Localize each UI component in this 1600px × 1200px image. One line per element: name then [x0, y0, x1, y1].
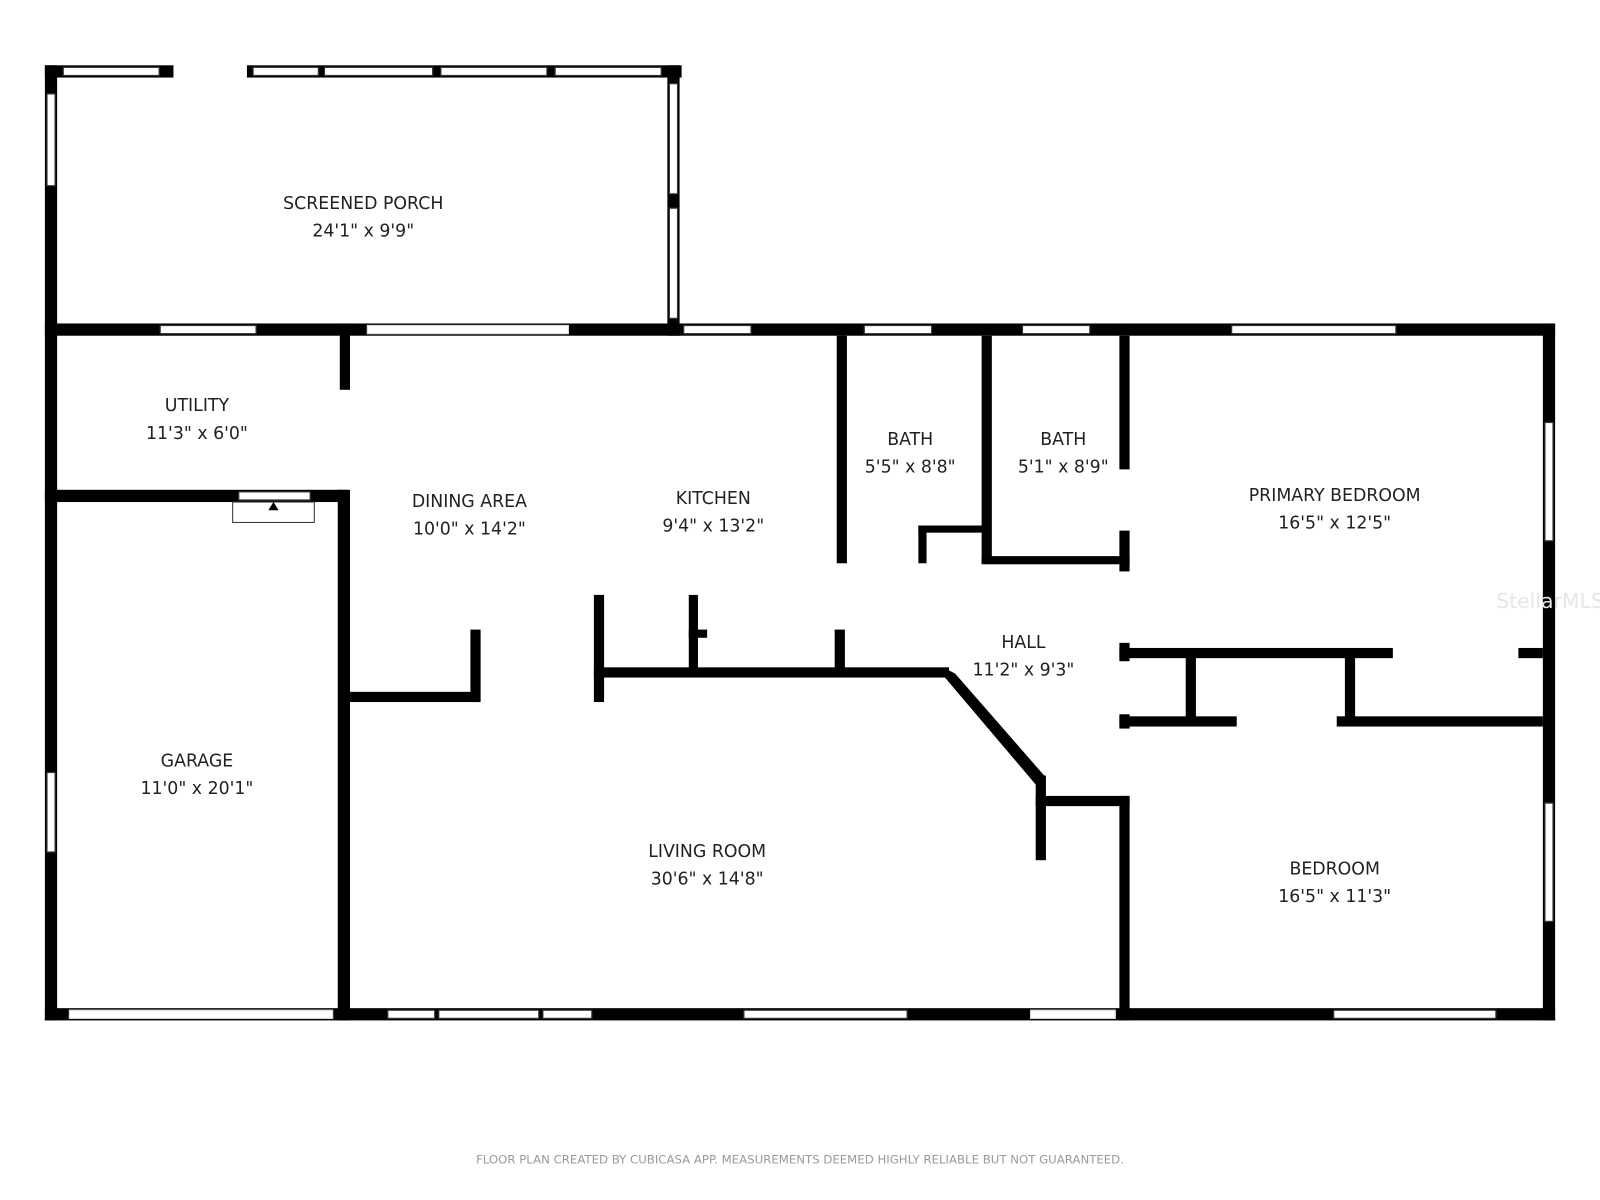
windows [46, 66, 1554, 1019]
room-name: SCREENED PORCH [283, 194, 443, 214]
room-size: 9'4" x 13'2" [662, 517, 764, 537]
room-size: 10'0" x 14'2" [413, 520, 526, 540]
room-size: 11'0" x 20'1" [140, 779, 253, 799]
room-name: HALL [1001, 633, 1046, 653]
room-name: UTILITY [165, 396, 230, 416]
room-name: KITCHEN [676, 489, 751, 509]
room-name: PRIMARY BEDROOM [1249, 486, 1421, 506]
room-size: 11'3" x 6'0" [146, 424, 248, 444]
room-size: 16'5" x 11'3" [1278, 887, 1391, 907]
room-name: DINING AREA [412, 492, 527, 512]
room-name: GARAGE [161, 751, 234, 771]
room-size: 16'5" x 12'5" [1278, 514, 1391, 534]
room-name: LIVING ROOM [648, 842, 766, 862]
room-labels: SCREENED PORCH 24'1" x 9'9" UTILITY 11'3… [140, 194, 1420, 907]
footer-disclaimer: FLOOR PLAN CREATED BY CUBICASA APP. MEAS… [476, 1152, 1124, 1166]
room-size: 30'6" x 14'8" [651, 870, 764, 890]
room-name: BEDROOM [1289, 859, 1379, 879]
room-name: BATH [1040, 430, 1086, 450]
room-name: BATH [887, 430, 933, 450]
room-size: 24'1" x 9'9" [312, 222, 414, 242]
room-size: 5'5" x 8'8" [865, 457, 956, 477]
watermark: StellarMLS [1496, 589, 1600, 613]
room-size: 11'2" x 9'3" [973, 661, 1075, 681]
room-size: 5'1" x 8'9" [1018, 457, 1109, 477]
